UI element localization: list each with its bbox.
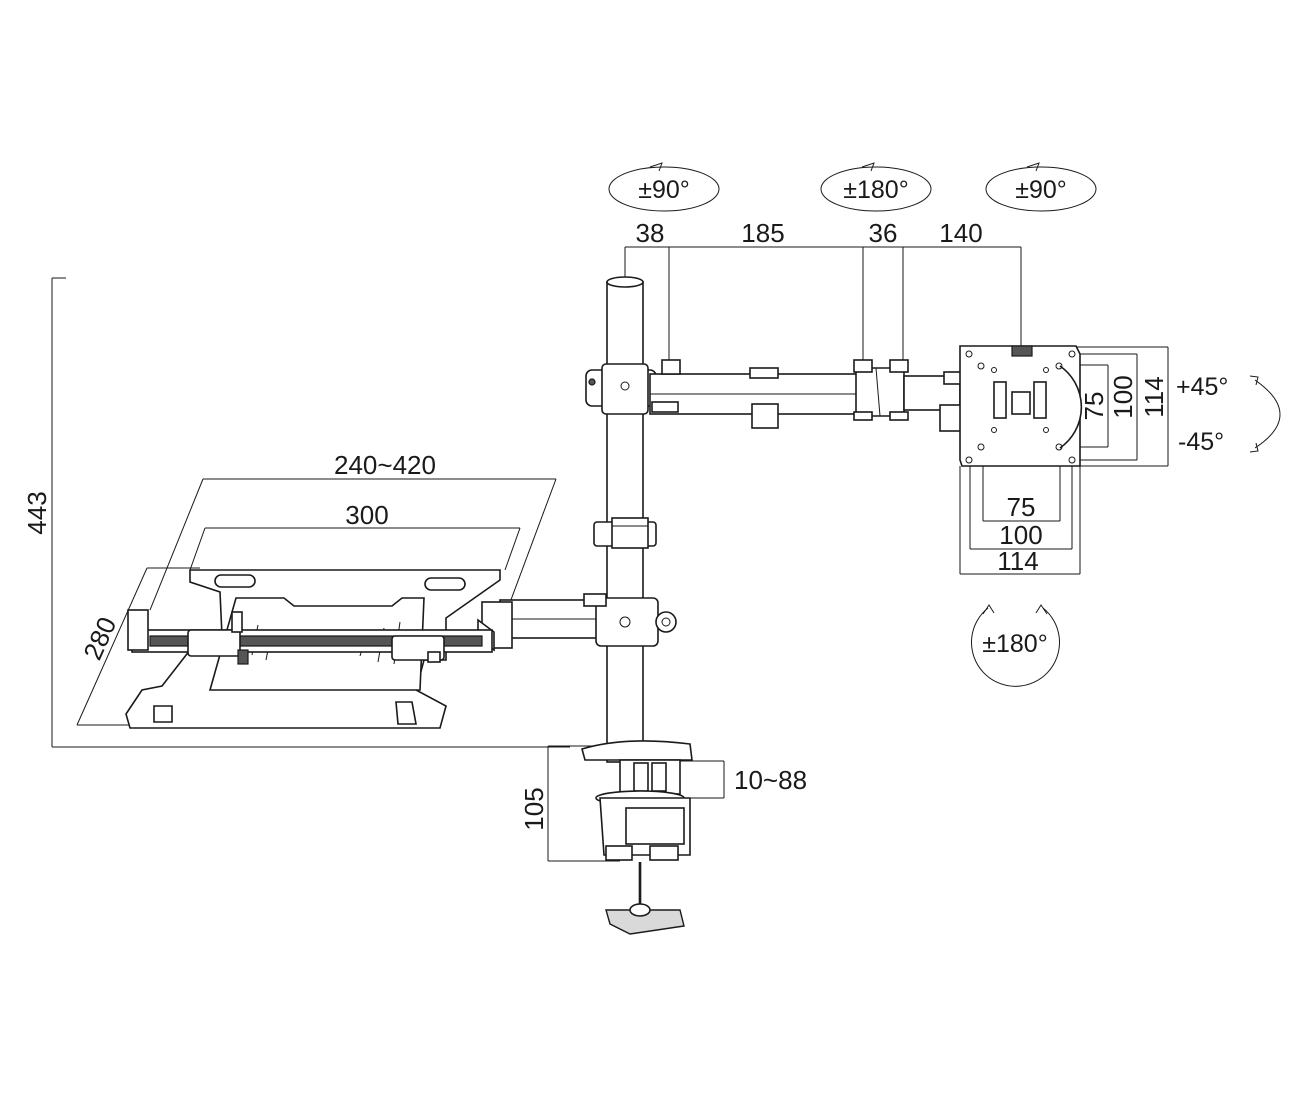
tilt-down-label: -45° xyxy=(1178,428,1224,456)
screen-rotation-label: ±180° xyxy=(982,630,1047,658)
vesa-h-100-label: 100 xyxy=(999,520,1042,550)
vesa-h-75-label: 75 xyxy=(1007,492,1036,522)
desk-thickness-label: 10~88 xyxy=(734,765,807,795)
vesa-v-114-label: 114 xyxy=(1139,376,1169,417)
pole xyxy=(593,276,657,763)
laptop-width-range-label: 240~420 xyxy=(334,450,436,480)
arm-segment-3-label: 36 xyxy=(869,218,898,248)
laptop-arm xyxy=(477,593,677,652)
laptop-tray-width-label: 300 xyxy=(345,500,388,530)
tilt-up-label: +45° xyxy=(1176,373,1228,401)
head-swivel-label: ±90° xyxy=(1015,176,1067,204)
arm-segment-1-label: 38 xyxy=(636,218,665,248)
rotation-arcs xyxy=(608,162,1281,687)
desk-clamp xyxy=(581,740,693,935)
vesa-plate xyxy=(959,345,1083,467)
vesa-v-100-label: 100 xyxy=(1108,375,1138,418)
vesa-h-114-label: 114 xyxy=(997,546,1038,576)
laptop-tray-depth-label: 280 xyxy=(77,612,122,664)
pole-swivel-label: ±90° xyxy=(638,176,690,204)
total-height-label: 443 xyxy=(22,491,52,534)
laptop-tray xyxy=(125,569,501,729)
arm-segment-4-label: 140 xyxy=(939,218,982,248)
elbow-swivel-label: ±180° xyxy=(843,176,908,204)
clamp-height-label: 105 xyxy=(519,787,549,830)
arm-segment-2-label: 185 xyxy=(741,218,784,248)
vesa-v-75-label: 75 xyxy=(1079,392,1109,421)
monitor-arm xyxy=(585,359,965,432)
